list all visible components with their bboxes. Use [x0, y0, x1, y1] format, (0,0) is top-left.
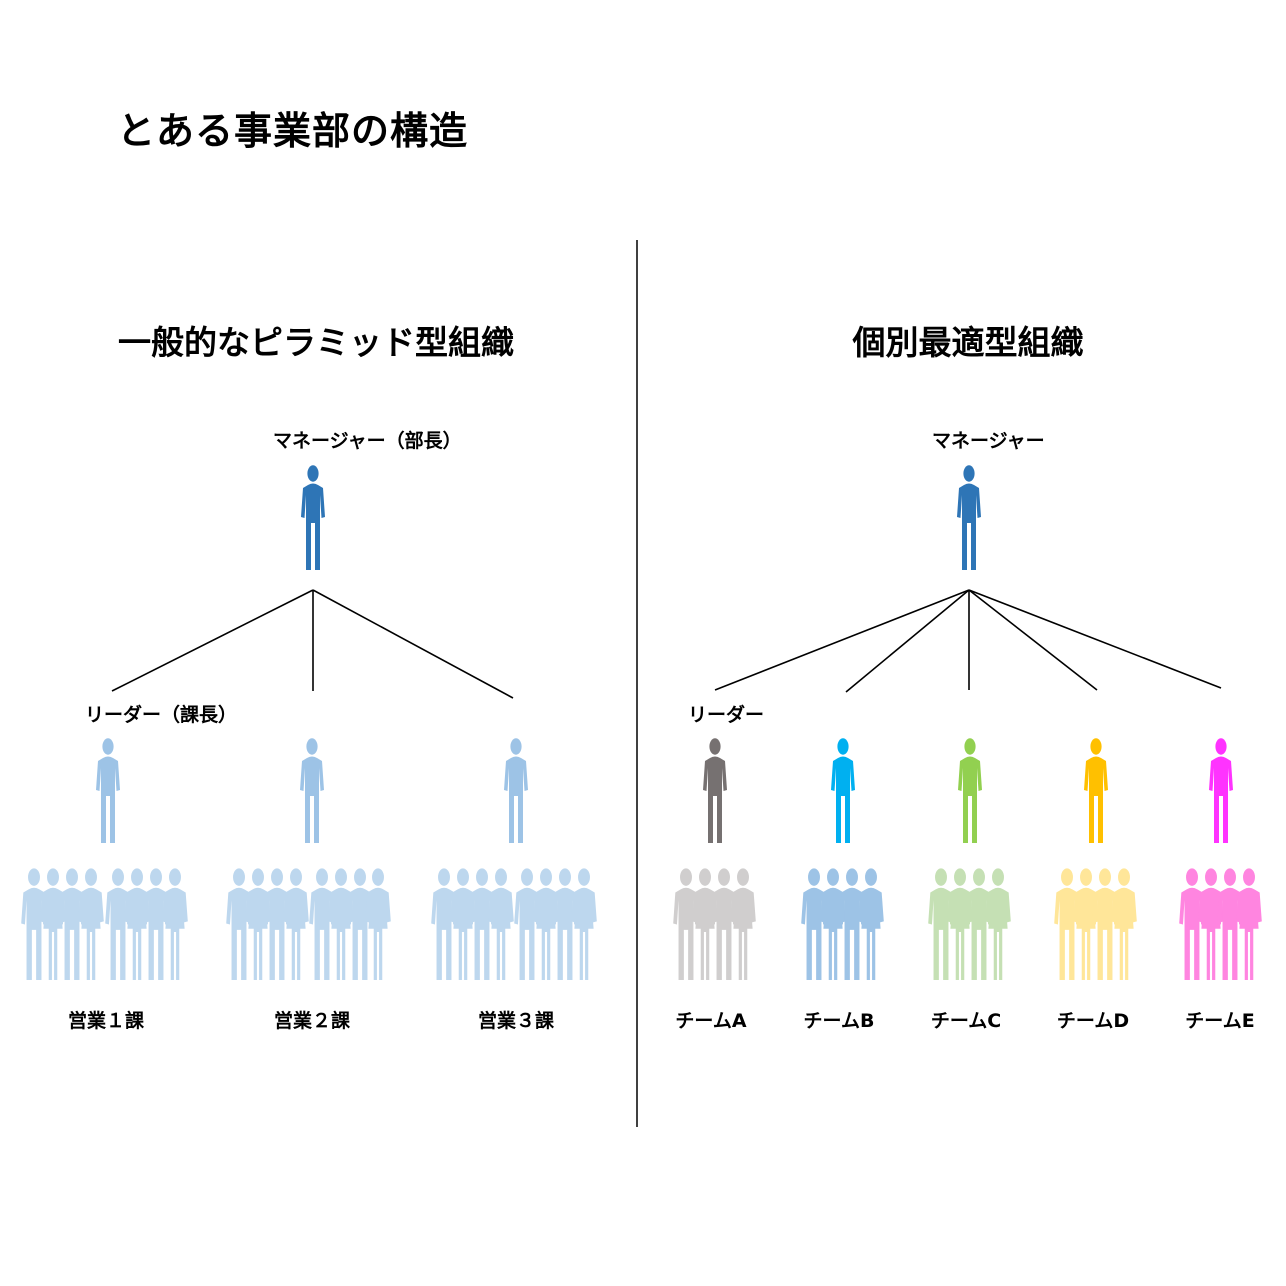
left-member-2-3 [264, 868, 290, 980]
group-label-sales-3: 営業３課 [477, 1010, 555, 1032]
left-leader-person-2 [300, 738, 324, 843]
right-connector-1 [714, 589, 970, 691]
left-member-3-3 [469, 868, 495, 980]
left-member-1-4 [78, 868, 104, 980]
team-label-b: チームB [803, 1010, 875, 1032]
right-connector-2 [845, 589, 970, 693]
left-leader-label: リーダー（課長） [85, 704, 238, 726]
left-leader-person-1 [96, 738, 120, 843]
left-member-3-6 [533, 868, 559, 980]
left-member-2-1 [226, 868, 252, 980]
right-member-2-2 [820, 868, 846, 980]
page-title: とある事業部の構造 [117, 109, 469, 153]
right-member-1-2 [692, 868, 718, 980]
right-leader-label: リーダー [688, 704, 765, 726]
left-member-2-5 [309, 868, 335, 980]
right-member-5-4 [1236, 868, 1262, 980]
right-member-4-2 [1073, 868, 1099, 980]
people-figures [21, 465, 1262, 980]
right-leader-person-5 [1209, 738, 1233, 843]
right-connector-4 [968, 589, 1098, 691]
right-member-3-2 [947, 868, 973, 980]
left-member-2-4 [283, 868, 309, 980]
left-member-3-1 [431, 868, 457, 980]
right-manager-label: マネージャー [932, 430, 1045, 452]
left-member-1-2 [40, 868, 66, 980]
right-member-4-1 [1054, 868, 1080, 980]
left-member-2-6 [328, 868, 354, 980]
left-member-2-8 [365, 868, 391, 980]
left-member-3-8 [571, 868, 597, 980]
right-member-3-1 [928, 868, 954, 980]
right-member-5-2 [1198, 868, 1224, 980]
left-section-title: 一般的なピラミッド型組織 [118, 323, 514, 362]
right-leader-person-3 [958, 738, 982, 843]
left-member-1-1 [21, 868, 47, 980]
right-connector-5 [968, 589, 1222, 689]
right-leader-person-1 [703, 738, 727, 843]
right-manager-person [957, 465, 981, 570]
left-connector-1 [111, 589, 314, 692]
left-manager-person [301, 465, 325, 570]
team-label-a: チームA [675, 1010, 747, 1032]
right-member-5-3 [1217, 868, 1243, 980]
team-label-e: チームE [1185, 1010, 1255, 1032]
right-member-1-4 [730, 868, 756, 980]
left-member-3-4 [488, 868, 514, 980]
team-label-c: チームC [930, 1010, 1002, 1032]
left-member-1-5 [105, 868, 131, 980]
right-leader-person-2 [831, 738, 855, 843]
right-member-3-3 [966, 868, 992, 980]
right-member-2-1 [801, 868, 827, 980]
right-section-title: 個別最適型組織 [852, 323, 1084, 362]
connector-lines [111, 589, 1222, 699]
group-label-sales-1: 営業１課 [67, 1010, 145, 1032]
group-label-sales-2: 営業２課 [273, 1010, 351, 1032]
right-member-4-3 [1092, 868, 1118, 980]
right-member-5-1 [1179, 868, 1205, 980]
left-member-3-7 [552, 868, 578, 980]
left-member-1-6 [124, 868, 150, 980]
right-member-4-4 [1111, 868, 1137, 980]
right-member-1-3 [711, 868, 737, 980]
left-leader-person-3 [504, 738, 528, 843]
left-member-3-2 [450, 868, 476, 980]
right-member-2-3 [839, 868, 865, 980]
right-member-2-4 [858, 868, 884, 980]
left-member-3-5 [514, 868, 540, 980]
left-member-1-8 [162, 868, 188, 980]
team-label-d: チームD [1056, 1010, 1130, 1032]
left-connector-3 [312, 589, 514, 699]
right-member-1-1 [673, 868, 699, 980]
right-leader-person-4 [1084, 738, 1108, 843]
left-member-1-7 [143, 868, 169, 980]
right-member-3-4 [985, 868, 1011, 980]
left-manager-label: マネージャー（部長） [273, 430, 462, 452]
left-member-1-3 [59, 868, 85, 980]
left-member-2-2 [245, 868, 271, 980]
